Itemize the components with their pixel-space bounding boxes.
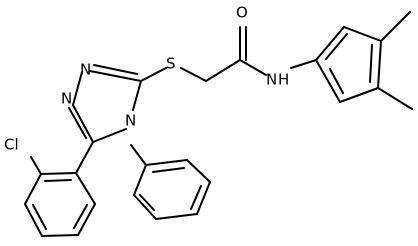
bond-chlorophenyl-4-5 — [41, 234, 79, 237]
bond-triazole-n1-c3-double — [93, 64, 138, 75]
bond-phenyl-inner-c — [139, 194, 155, 211]
bond-phenyl-3-4 — [196, 181, 211, 215]
atom-label-amide-nitrogen: N — [266, 71, 277, 89]
bond-phenyl-inner-b — [190, 185, 202, 210]
bond-phenyl-5-6 — [133, 194, 157, 220]
bond-dmp-2-3 — [343, 26, 382, 42]
atom-label-amide-hydrogen: H — [278, 71, 289, 89]
bond-dmp-5-6 — [315, 59, 341, 103]
atom-label-ring-nitrogen-1: N — [80, 61, 91, 79]
bond-n4-phenyl — [130, 144, 147, 166]
bond-sulfur-ch2 — [180, 67, 207, 82]
bond-triazole-c5-n2 — [72, 104, 94, 143]
bond-dmp-4-5 — [339, 87, 379, 103]
bond-chlorophenyl-2-3 — [24, 173, 42, 205]
bond-phenyl-inner-a — [152, 167, 185, 173]
bond-phenyl-1-2 — [145, 159, 188, 166]
bond-chlorophenyl-1-2 — [40, 172, 77, 175]
bond-dmp-methyl-top — [380, 11, 411, 42]
atom-label-ring-nitrogen-2: N — [61, 90, 72, 108]
atom-label-oxygen: O — [236, 4, 248, 22]
bond-dmp-inner-c — [329, 68, 344, 94]
bond-ch2-carbonyl — [205, 59, 241, 82]
bond-dmp-inner-a — [325, 33, 348, 60]
bond-triazole-c3-n4 — [132, 80, 142, 111]
bond-phenyl-4-5 — [155, 213, 198, 220]
bond-chlorophenyl-inner-b — [32, 204, 47, 230]
bond-dmp-1-2 — [315, 26, 345, 61]
atom-label-chlorine: Cl — [4, 136, 19, 154]
atom-label-sulfur: S — [166, 55, 176, 73]
bond-chlorophenyl-inner-a — [44, 179, 72, 182]
bond-dmp-methyl-bottom — [377, 87, 413, 110]
bond-c5-chlorophenyl — [75, 141, 94, 174]
bond-chlorophenyl-6-1 — [75, 172, 96, 205]
bond-chlorophenyl-chlorine — [30, 156, 42, 175]
bond-triazole-n4-c5 — [92, 128, 127, 143]
bond-triazole-n1-c3 — [89, 70, 142, 82]
bond-phenyl-2-3 — [186, 159, 211, 183]
bond-phenyl-6-1 — [133, 164, 147, 196]
bond-triazole-c5-n2-double — [68, 107, 87, 139]
bond-chlorophenyl-5-6 — [77, 203, 96, 236]
bond-dmp-3-4 — [377, 40, 382, 89]
bond-chlorophenyl-inner-c — [73, 204, 88, 229]
atom-label-layer: Cl S O N H N N N — [4, 4, 289, 154]
bond-dmp-inner-b — [369, 44, 373, 83]
bond-layer — [24, 11, 413, 237]
bond-triazole-n2-n1 — [72, 71, 83, 106]
bond-chlorophenyl-3-4 — [24, 203, 43, 237]
bond-nitrogen-aryl — [290, 59, 317, 69]
atom-label-ring-nitrogen-4: N — [125, 112, 136, 130]
bond-carbonyl-nitrogen — [239, 59, 267, 76]
bond-c3-sulfur — [140, 67, 167, 82]
